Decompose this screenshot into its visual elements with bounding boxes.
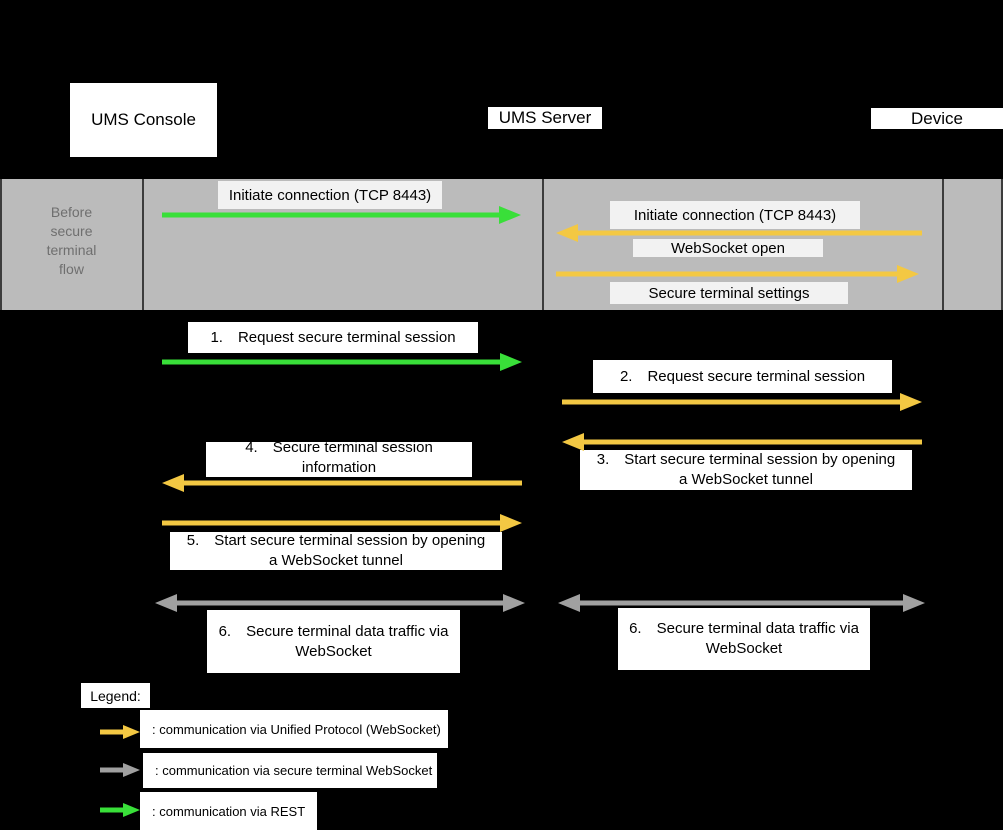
step-text-line2: a WebSocket tunnel — [269, 552, 403, 569]
before-flow-label-line: secure — [50, 223, 93, 239]
step-3-text: 3. Start secure terminal session by openi… — [597, 450, 896, 470]
participant-ums-console-label: UMS Console — [91, 110, 196, 129]
band-message-initiate-connection-device: Initiate connection (TCP 8443) — [610, 201, 860, 229]
band-message-initiate-connection-console: Initiate connection (TCP 8443) — [218, 181, 442, 209]
band-message-websocket-open: WebSocket open — [633, 239, 823, 257]
step-number: 6. — [629, 620, 642, 637]
unified-arrow-step-2 — [562, 393, 922, 411]
legend-title: Legend: — [90, 687, 141, 704]
step-2-box: 2. Request secure terminal session — [593, 360, 892, 393]
band-message-text: Initiate connection (TCP 8443) — [228, 186, 432, 204]
step-4-box: 4. Secure terminal session information — [206, 442, 472, 477]
step-4-text: 4. Secure terminal session — [245, 442, 433, 458]
step-number: 6. — [218, 622, 232, 640]
legend-item-text: : communication via REST — [152, 803, 306, 819]
step-text: Request secure terminal session — [237, 328, 456, 346]
band-message-secure-terminal-settings: Secure terminal settings — [610, 282, 848, 304]
step-text-line2: WebSocket — [295, 642, 372, 660]
step-1-box: 1. Request secure terminal session — [188, 322, 478, 353]
step-number: 3. — [596, 451, 610, 468]
participant-ums-server-label: UMS Server — [498, 108, 592, 127]
legend-title-box: Legend: — [81, 683, 150, 708]
participant-device: Device — [871, 108, 1003, 129]
step-5-text: 5. Start secure terminal session by openi… — [187, 531, 486, 551]
step-1-text: 1. Request secure terminal session — [210, 328, 455, 348]
band-message-text: Initiate connection (TCP 8443) — [633, 206, 837, 224]
legend-unified-protocol-arrow-icon — [100, 725, 140, 739]
legend-item-text: : communication via secure terminal WebS… — [155, 763, 433, 778]
legend-rest-arrow-icon — [100, 803, 140, 817]
legend-item-secure-terminal-websocket: : communication via secure terminal WebS… — [143, 753, 437, 788]
step-2-text: 2. Request secure terminal session — [620, 367, 865, 387]
step-6-text: 6. Secure terminal data traffic via — [219, 622, 449, 642]
step-text-line2: a WebSocket tunnel — [679, 471, 813, 488]
participant-device-label: Device — [911, 108, 963, 128]
before-flow-label-line: Before — [50, 204, 93, 220]
step-text: Secure terminal data traffic via — [656, 620, 859, 637]
participant-ums-console: UMS Console — [70, 83, 217, 157]
step-number: 1. — [210, 328, 223, 346]
unified-arrow-step-5 — [162, 514, 522, 532]
before-flow-label-line: flow — [59, 261, 84, 277]
before-flow-label: Before secure terminal flow — [0, 203, 143, 279]
step-5-box: 5. Start secure terminal session by openi… — [170, 532, 502, 570]
legend-item-unified-protocol: : communication via Unified Protocol (We… — [140, 710, 448, 748]
step-3-box: 3. Start secure terminal session by openi… — [580, 450, 912, 490]
step-6-left-box: 6. Secure terminal data traffic via WebSo… — [207, 610, 460, 673]
step-6-text: 6. Secure terminal data traffic via — [629, 619, 859, 639]
before-flow-band — [0, 179, 1003, 310]
step-text: Request secure terminal session — [647, 367, 866, 385]
step-number: 4. — [245, 442, 258, 456]
step-text-line2: WebSocket — [705, 640, 783, 657]
band-message-text: Secure terminal settings — [648, 284, 810, 302]
legend-item-rest: : communication via REST — [140, 792, 317, 830]
participant-ums-server: UMS Server — [488, 107, 602, 129]
step-text-line2: information — [301, 459, 377, 476]
step-6-right-box: 6. Secure terminal data traffic via WebSo… — [618, 608, 870, 670]
step-text: Secure terminal data traffic via — [246, 622, 449, 640]
before-flow-label-line: terminal — [46, 242, 97, 258]
step-text: Start secure terminal session by opening — [214, 532, 486, 549]
step-number: 2. — [619, 367, 633, 385]
legend-item-text: : communication via Unified Protocol (We… — [152, 721, 441, 737]
legend-websocket-arrow-icon — [100, 763, 140, 777]
step-text: Secure terminal session — [272, 442, 433, 456]
step-number: 5. — [186, 532, 200, 549]
step-text: Start secure terminal session by opening — [624, 451, 896, 468]
band-message-text: WebSocket open — [671, 239, 785, 257]
unified-arrow-step-3 — [562, 433, 922, 451]
rest-arrow-step-1 — [162, 353, 522, 371]
